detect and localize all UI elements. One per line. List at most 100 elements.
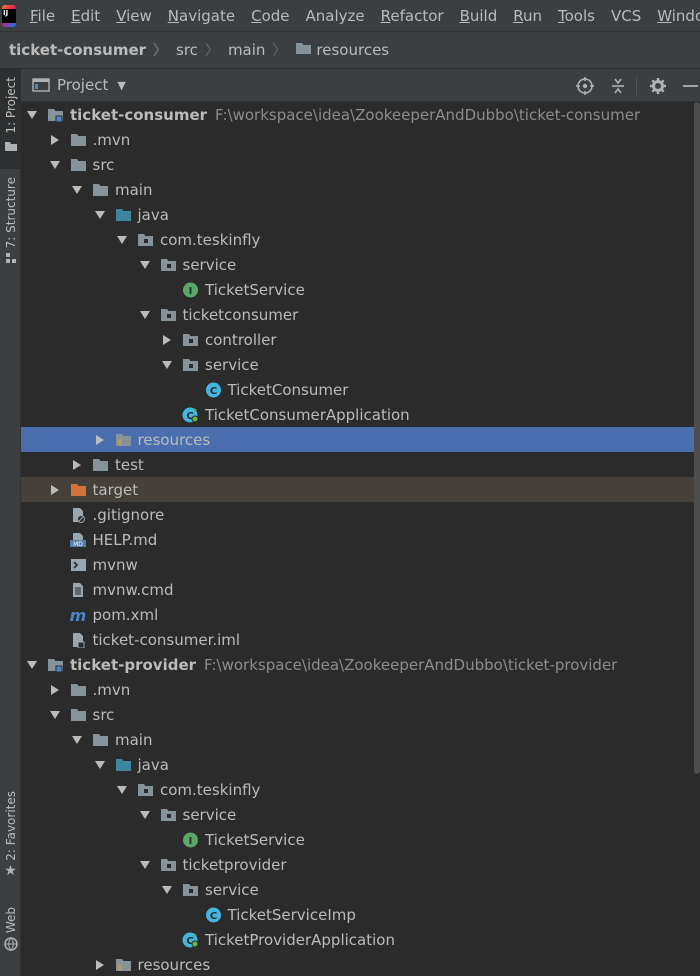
menu-refactor[interactable]: Refactor — [381, 7, 444, 25]
tree-node[interactable]: java — [21, 752, 700, 777]
tree-node[interactable]: service — [21, 352, 700, 377]
expanded-arrow-icon[interactable] — [26, 109, 38, 121]
tree-node[interactable]: resources — [21, 427, 700, 452]
breadcrumb-item[interactable]: main〉 — [228, 40, 286, 60]
project-panel-title: Project — [57, 76, 109, 94]
collapse-all-icon[interactable] — [607, 75, 629, 97]
collapsed-arrow-icon[interactable] — [49, 484, 61, 496]
project-view-selector[interactable]: Project ▼ — [32, 76, 126, 94]
tree-node[interactable]: mvnw.cmd — [21, 577, 700, 602]
expanded-arrow-icon[interactable] — [116, 784, 128, 796]
tree-node[interactable]: .gitignore — [21, 502, 700, 527]
expanded-arrow-icon[interactable] — [161, 359, 173, 371]
markdown-file-icon: MD — [69, 532, 87, 548]
expanded-arrow-icon[interactable] — [139, 309, 151, 321]
menu-file[interactable]: File — [30, 7, 55, 25]
svg-text:C: C — [209, 386, 216, 397]
menu-code[interactable]: Code — [251, 7, 289, 25]
collapsed-arrow-icon[interactable] — [161, 334, 173, 346]
web-tool-tab[interactable]: Web — [0, 907, 21, 967]
tree-node[interactable]: java — [21, 202, 700, 227]
structure-tool-tab[interactable]: 7: Structure — [0, 177, 21, 287]
breadcrumb-item[interactable]: resources — [295, 41, 389, 59]
tree-node[interactable]: com.teskinfly — [21, 777, 700, 802]
expanded-arrow-icon[interactable] — [71, 184, 83, 196]
menu-run[interactable]: Run — [513, 7, 542, 25]
expanded-arrow-icon[interactable] — [49, 159, 61, 171]
package-icon — [160, 857, 177, 873]
tree-node[interactable]: resources — [21, 952, 700, 976]
tree-node-label: resources — [137, 955, 211, 974]
expanded-arrow-icon[interactable] — [94, 759, 106, 771]
tree-node[interactable]: main — [21, 177, 700, 202]
expanded-arrow-icon[interactable] — [71, 734, 83, 746]
tree-node[interactable]: main — [21, 727, 700, 752]
collapsed-arrow-icon[interactable] — [71, 459, 83, 471]
tree-node[interactable]: mvnw — [21, 552, 700, 577]
collapsed-arrow-icon[interactable] — [49, 134, 61, 146]
tree-node[interactable]: service — [21, 802, 700, 827]
project-tool-tab[interactable]: 1: Project — [0, 69, 21, 169]
tree-node[interactable]: com.teskinfly — [21, 227, 700, 252]
expanded-arrow-icon[interactable] — [49, 709, 61, 721]
expanded-arrow-icon[interactable] — [139, 259, 151, 271]
tree-node[interactable]: service — [21, 877, 700, 902]
collapsed-arrow-icon[interactable] — [49, 684, 61, 696]
resources-folder-icon — [115, 432, 132, 448]
menu-navigate[interactable]: Navigate — [168, 7, 235, 25]
menu-tools[interactable]: Tools — [558, 7, 595, 25]
tree-node-label: target — [92, 480, 139, 499]
menu-build[interactable]: Build — [460, 7, 498, 25]
expanded-arrow-icon[interactable] — [139, 859, 151, 871]
tree-node-label: main — [115, 730, 153, 749]
tree-node[interactable]: src — [21, 702, 700, 727]
tree-node[interactable]: src — [21, 152, 700, 177]
locate-file-icon[interactable] — [574, 75, 596, 97]
menu-windo[interactable]: Windo — [657, 7, 700, 25]
tree-node[interactable]: target — [21, 477, 700, 502]
expanded-arrow-icon[interactable] — [139, 809, 151, 821]
expanded-arrow-icon[interactable] — [26, 659, 38, 671]
menu-edit[interactable]: Edit — [71, 7, 100, 25]
expanded-arrow-icon[interactable] — [94, 209, 106, 221]
menu-vcs[interactable]: VCS — [611, 7, 641, 25]
menu-analyze[interactable]: Analyze — [306, 7, 365, 25]
hide-panel-icon[interactable] — [679, 75, 700, 97]
menu-view[interactable]: View — [116, 7, 152, 25]
breadcrumb-item[interactable]: src〉 — [176, 40, 219, 60]
gear-icon[interactable] — [647, 75, 669, 97]
tree-node[interactable]: service — [21, 252, 700, 277]
tree-scrollbar[interactable] — [694, 102, 700, 774]
collapsed-arrow-icon[interactable] — [94, 434, 106, 446]
tree-node[interactable]: controller — [21, 327, 700, 352]
favorites-tool-tab[interactable]: 2: Favorites ★ — [0, 791, 21, 891]
menu-mnemonic: B — [459, 6, 470, 25]
text-file-icon — [70, 582, 87, 598]
tree-node[interactable]: .mvn — [21, 677, 700, 702]
tree-node[interactable]: test — [21, 452, 700, 477]
tree-node[interactable]: ticketconsumer — [21, 302, 700, 327]
tree-node[interactable]: .mvn — [21, 127, 700, 152]
class-icon: C — [205, 907, 222, 923]
menu-label: Analyze — [305, 6, 365, 25]
expanded-arrow-icon[interactable] — [116, 234, 128, 246]
svg-text:C: C — [186, 936, 193, 947]
breadcrumb-item[interactable]: ticket-consumer〉 — [9, 40, 167, 60]
expanded-arrow-icon[interactable] — [161, 884, 173, 896]
toolbar-divider — [636, 77, 637, 95]
tree-node[interactable]: ticket-consumer.iml — [21, 627, 700, 652]
collapsed-arrow-icon[interactable] — [94, 959, 106, 971]
no-arrow-spacer — [184, 909, 196, 921]
tree-node[interactable]: ticketprovider — [21, 852, 700, 877]
tree-node-label: src — [92, 155, 115, 174]
